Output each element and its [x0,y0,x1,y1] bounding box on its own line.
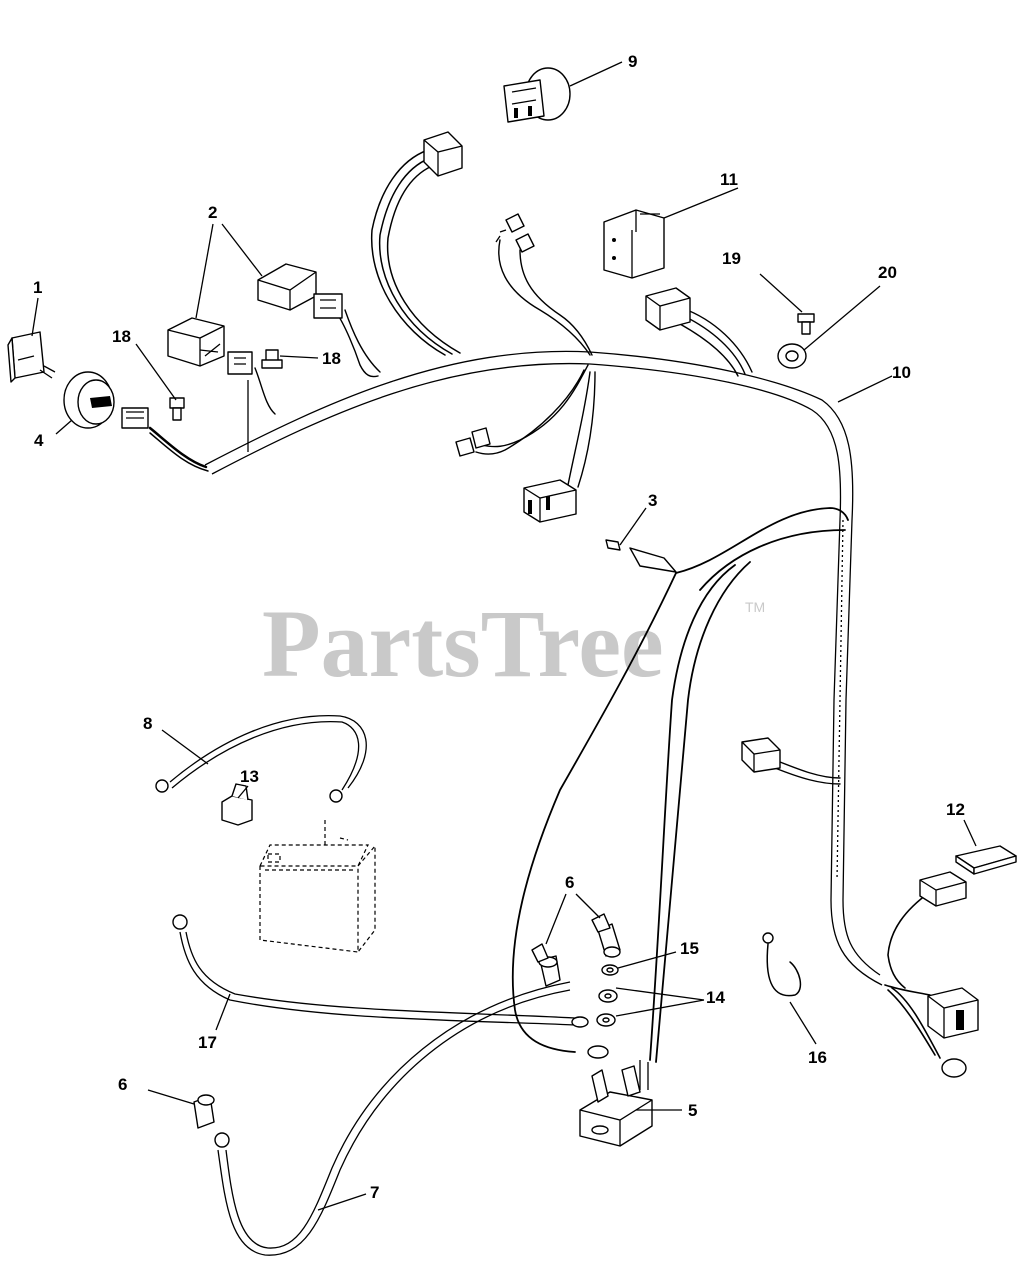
branch-to-solenoid [511,507,849,1063]
callout-18-right: 18 [322,349,341,368]
callout-20: 20 [878,263,897,282]
part-13-terminal-cover [221,783,253,826]
part-4-ignition-switch [63,371,149,429]
part-18-bolt-right [261,349,283,369]
branch-to-relay-2 [247,309,381,452]
battery [259,820,376,953]
callout-15: 15 [680,939,699,958]
callout-10: 10 [892,363,911,382]
connector-12-lower [927,987,979,1078]
part-2-relay-right [257,263,343,319]
branch-to-terminals-lower [475,364,596,488]
callout-13: 13 [240,767,259,786]
branch-to-terminals-upper [498,239,593,356]
side-connector [741,737,781,773]
branch-to-top-connector [370,149,461,356]
callout-8: 8 [143,714,152,733]
part-5-solenoid [579,1045,653,1147]
watermark-trademark: TM [745,599,765,615]
part-1-clip [7,331,56,383]
branch-to-11 [679,307,753,377]
part-15-nut [601,964,619,976]
part-6-boot-left [531,943,561,987]
cable-17 [172,914,589,1028]
callout-14: 14 [706,988,725,1007]
part-6-boot-lower [193,1094,215,1129]
part-3-connector [605,539,677,573]
leader-lines [31,61,977,1211]
connector-12-plug [919,871,967,907]
callout-19: 19 [722,249,741,268]
top-connector [423,131,463,177]
callout-6-lower: 6 [118,1075,127,1094]
branch-side-connector [774,759,841,785]
part-16-ground-wire [762,932,802,997]
branch-to-12 [884,891,941,1059]
watermark-text: PartsTree [262,590,664,697]
connector-11 [645,287,691,331]
callout-17: 17 [198,1033,217,1052]
callout-2: 2 [208,203,217,222]
main-wiring-harness [204,350,883,986]
callout-12: 12 [946,800,965,819]
callout-5: 5 [688,1101,697,1120]
part-14-washers [596,989,618,1027]
terminals-lower [455,427,491,457]
callout-1: 1 [33,278,42,297]
part-11-module [603,209,665,279]
callout-3: 3 [648,491,657,510]
part-12-connector-cover [955,845,1017,875]
part-6-boot-right [591,913,621,958]
callout-11: 11 [720,170,738,189]
callout-4: 4 [34,431,44,450]
callout-9: 9 [628,52,637,71]
callout-7: 7 [370,1183,379,1202]
callout-16: 16 [808,1048,827,1067]
callout-6-upper: 6 [565,873,574,892]
part-20-grommet [777,343,807,369]
cable-7 [214,981,571,1256]
branch-to-4 [148,426,209,472]
callout-18-left: 18 [112,327,131,346]
connector-middle [523,479,577,523]
part-2-relay-left [167,317,253,375]
part-19-screw [797,313,815,335]
terminals-upper [495,213,535,253]
part-9-switch [503,67,571,123]
cable-8 [155,714,367,803]
part-18-bolt-left [169,397,185,421]
